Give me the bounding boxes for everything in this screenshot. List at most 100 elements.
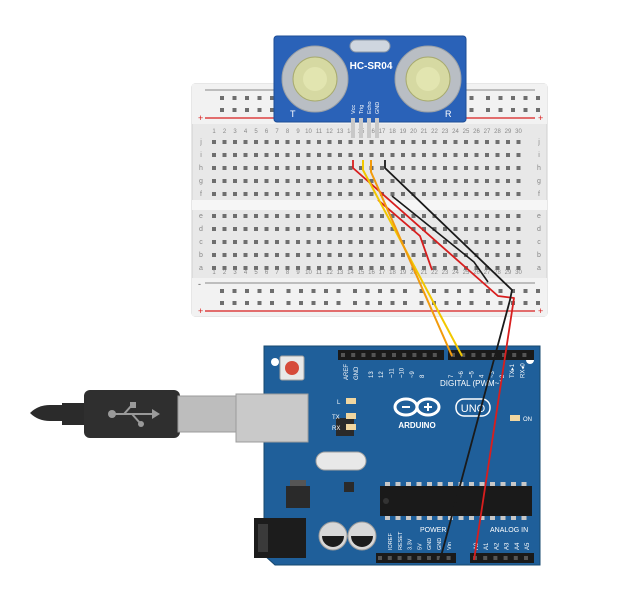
breadboard-hole <box>453 140 458 144</box>
breadboard-hole <box>380 240 384 244</box>
breadboard-hole <box>233 227 237 231</box>
breadboard-hole <box>317 166 321 170</box>
chip-pin <box>385 516 390 520</box>
header-hole <box>471 353 476 357</box>
breadboard-hole <box>401 140 405 144</box>
chip-pin <box>479 482 485 486</box>
rail-hole <box>336 301 341 305</box>
breadboard-hole <box>254 153 258 157</box>
column-number: 28 <box>494 129 501 135</box>
digital-pin-label: ~11 <box>389 368 395 378</box>
breadboard-hole <box>233 140 237 144</box>
column-number: 11 <box>316 270 323 276</box>
breadboard-hole <box>285 266 290 270</box>
rail-hole <box>523 96 528 100</box>
rail-hole <box>245 96 249 100</box>
column-number: 4 <box>244 129 248 135</box>
breadboard-hole <box>495 166 500 170</box>
breadboard-hole <box>411 179 416 183</box>
breadboard-hole <box>338 227 342 231</box>
column-number: 27 <box>484 129 491 135</box>
column-number: 19 <box>400 129 407 135</box>
transmitter-center <box>303 67 327 91</box>
rail-hole <box>486 108 490 112</box>
breadboard-hole <box>275 179 279 183</box>
breadboard-hole <box>233 266 237 270</box>
breadboard-hole <box>380 227 384 231</box>
header-hole <box>512 353 517 357</box>
rail-hole <box>390 289 395 293</box>
breadboard-hole <box>212 179 216 183</box>
rail-hole <box>311 301 316 305</box>
digital-pin-label: ~5 <box>469 370 475 378</box>
rail-hole <box>220 108 224 112</box>
rail-hole <box>498 96 503 100</box>
rail-hole <box>378 289 382 293</box>
breadboard-hole <box>338 214 342 218</box>
column-number: 9 <box>296 270 300 276</box>
breadboard-hole <box>422 153 426 157</box>
breadboard-hole <box>306 253 311 257</box>
column-number: 25 <box>463 129 470 135</box>
column-number: 30 <box>515 270 522 276</box>
column-number: 16 <box>368 270 375 276</box>
capacitor-1-mark <box>322 536 344 547</box>
breadboard-hole <box>306 140 311 144</box>
breadboard-hole <box>264 179 269 183</box>
breadboard-hole <box>317 240 321 244</box>
breadboard-hole <box>327 140 332 144</box>
column-number: 10 <box>305 129 312 135</box>
rail-hole <box>390 301 395 305</box>
breadboard-hole <box>306 179 311 183</box>
breadboard-hole <box>338 192 342 196</box>
breadboard-hole <box>348 192 353 196</box>
header-hole <box>446 556 451 560</box>
breadboard-hole <box>411 240 416 244</box>
on-led <box>510 415 520 421</box>
sensor-pin-label: Vcc <box>351 105 357 114</box>
column-number: 20 <box>410 270 417 276</box>
wire-gnd-black <box>384 160 513 561</box>
power-pin-label: GND <box>437 538 443 550</box>
breadboard-hole <box>338 266 342 270</box>
chip-pin <box>416 482 422 486</box>
digital-pin-label: 8 <box>420 374 426 378</box>
breadboard-hole <box>327 153 332 157</box>
sensor-pin-trig <box>359 118 363 138</box>
breadboard-hole <box>296 140 300 144</box>
breadboard-hole <box>254 140 258 144</box>
column-number: 5 <box>254 270 258 276</box>
breadboard-hole <box>338 140 342 144</box>
breadboard-hole <box>485 153 489 157</box>
rail-hole <box>232 289 237 293</box>
breadboard-hole <box>411 153 416 157</box>
breadboard-hole <box>359 214 363 218</box>
breadboard-hole <box>411 253 416 257</box>
breadboard-hole <box>422 166 426 170</box>
breadboard-hole <box>317 192 321 196</box>
header-hole <box>503 556 508 560</box>
digital-pin-label: 7 <box>449 374 455 378</box>
breadboard-hole <box>516 266 521 270</box>
breadboard-hole <box>422 227 426 231</box>
breadboard-hole <box>233 166 237 170</box>
row-letter: i <box>200 152 202 159</box>
breadboard-hole <box>254 214 258 218</box>
breadboard-hole <box>254 266 258 270</box>
breadboard-hole <box>380 153 384 157</box>
digital-pin-label: 12 <box>379 371 385 378</box>
breadboard-hole <box>306 166 311 170</box>
breadboard-hole <box>296 153 300 157</box>
rail-hole <box>444 289 449 293</box>
breadboard-hole <box>369 253 374 257</box>
breadboard-hole <box>485 266 489 270</box>
breadboard-hole <box>380 214 384 218</box>
rail-hole <box>536 289 540 293</box>
column-number: 8 <box>286 129 290 135</box>
wire-echo-orange <box>370 160 453 357</box>
header-hole <box>351 353 356 357</box>
column-number: 7 <box>275 129 279 135</box>
breadboard-hole <box>264 214 269 218</box>
breadboard-hole <box>453 266 458 270</box>
chip-pin <box>500 516 506 520</box>
